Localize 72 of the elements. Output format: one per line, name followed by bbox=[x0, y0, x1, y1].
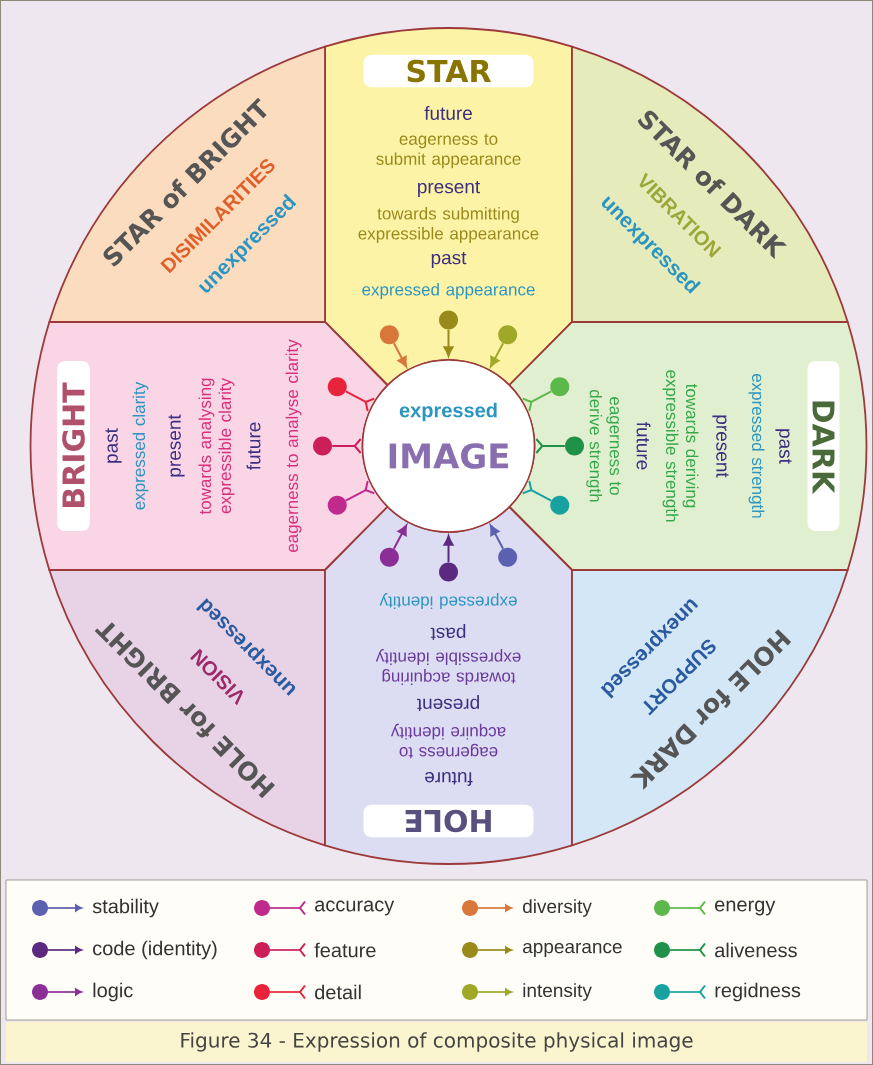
dot bbox=[439, 562, 458, 582]
legend-label: logic bbox=[93, 982, 133, 1002]
dot bbox=[550, 377, 570, 397]
sector-text: eagerness to submit appearance bbox=[376, 133, 521, 169]
sector-text: expressed clarity bbox=[132, 381, 149, 510]
sector-text: expressed strength bbox=[748, 373, 765, 518]
sector-text: past bbox=[775, 429, 792, 464]
sector-text: eagerness to analyse clarity bbox=[285, 339, 302, 553]
sector-text: future bbox=[246, 422, 261, 470]
caption-bar: Figure 34 - Expression of composite physical image bbox=[6, 1022, 867, 1062]
sector-text: future bbox=[636, 421, 651, 470]
sector-text: future bbox=[424, 106, 472, 120]
sector-text: past bbox=[105, 428, 122, 463]
arrow bbox=[344, 390, 376, 412]
sector-text: towards acquiring expressible identity bbox=[375, 649, 521, 685]
arrow bbox=[489, 342, 505, 368]
sector-title: BRIGHT bbox=[57, 361, 90, 531]
dot bbox=[550, 495, 570, 515]
arrow bbox=[392, 524, 408, 550]
sector-text: expressed appearance bbox=[362, 283, 535, 299]
center-label: expressed bbox=[399, 402, 497, 422]
arrow bbox=[331, 438, 362, 454]
dot bbox=[327, 377, 347, 397]
arrow bbox=[392, 342, 408, 368]
dot bbox=[327, 495, 347, 515]
arrow bbox=[535, 438, 566, 454]
center-label: IMAGE bbox=[389, 443, 508, 469]
sector-text: towards submitting expressible appearance bbox=[358, 207, 539, 243]
arrow bbox=[521, 480, 553, 502]
sector-text: present bbox=[416, 694, 479, 712]
sector-text: eagerness to derive strength bbox=[586, 390, 621, 502]
sector-title: STAR bbox=[363, 54, 534, 88]
center-circle bbox=[361, 359, 536, 533]
sector-text: towards analysing expressible clarity bbox=[198, 378, 235, 515]
sector-text: past bbox=[430, 623, 466, 641]
legend-label: code (identity) bbox=[93, 940, 217, 960]
legend-label: diversity bbox=[523, 899, 592, 917]
legend-label: accuracy bbox=[315, 900, 395, 916]
sector-text: eagerness to acquire identity bbox=[390, 723, 506, 759]
arrow bbox=[489, 524, 505, 550]
legend-label: aliveness bbox=[715, 942, 797, 958]
legend-label: feature bbox=[314, 942, 376, 958]
legend-label: energy bbox=[715, 900, 776, 916]
sector-title: DARK bbox=[807, 361, 840, 531]
sector-text: past bbox=[431, 251, 467, 269]
arrow bbox=[521, 390, 553, 412]
dot bbox=[498, 547, 518, 567]
legend-label: detail bbox=[315, 984, 361, 1000]
sector-text: present bbox=[712, 415, 729, 478]
sector-text: present bbox=[168, 414, 185, 477]
legend-label: intensity bbox=[523, 983, 592, 1001]
sector-title: HOLE bbox=[363, 804, 534, 838]
arrow bbox=[443, 328, 454, 357]
sector bbox=[571, 569, 849, 847]
dot bbox=[439, 310, 458, 330]
legend-label: stability bbox=[92, 898, 159, 918]
sector-text: present bbox=[418, 180, 481, 198]
arrow bbox=[443, 535, 454, 564]
dot bbox=[313, 436, 332, 456]
sector-text: future bbox=[425, 772, 473, 786]
dot bbox=[379, 325, 399, 345]
arrow bbox=[344, 480, 376, 502]
legend-label: appearance bbox=[523, 942, 622, 958]
sector-text: expressed identity bbox=[379, 593, 517, 609]
sector bbox=[48, 569, 326, 847]
dot bbox=[379, 547, 399, 567]
legend-label: regidness bbox=[715, 982, 801, 1002]
sector bbox=[571, 45, 849, 323]
dot bbox=[565, 436, 584, 456]
sector bbox=[48, 45, 326, 323]
dot bbox=[498, 325, 518, 345]
sector-text: towards deriving expressible strength bbox=[662, 370, 699, 522]
